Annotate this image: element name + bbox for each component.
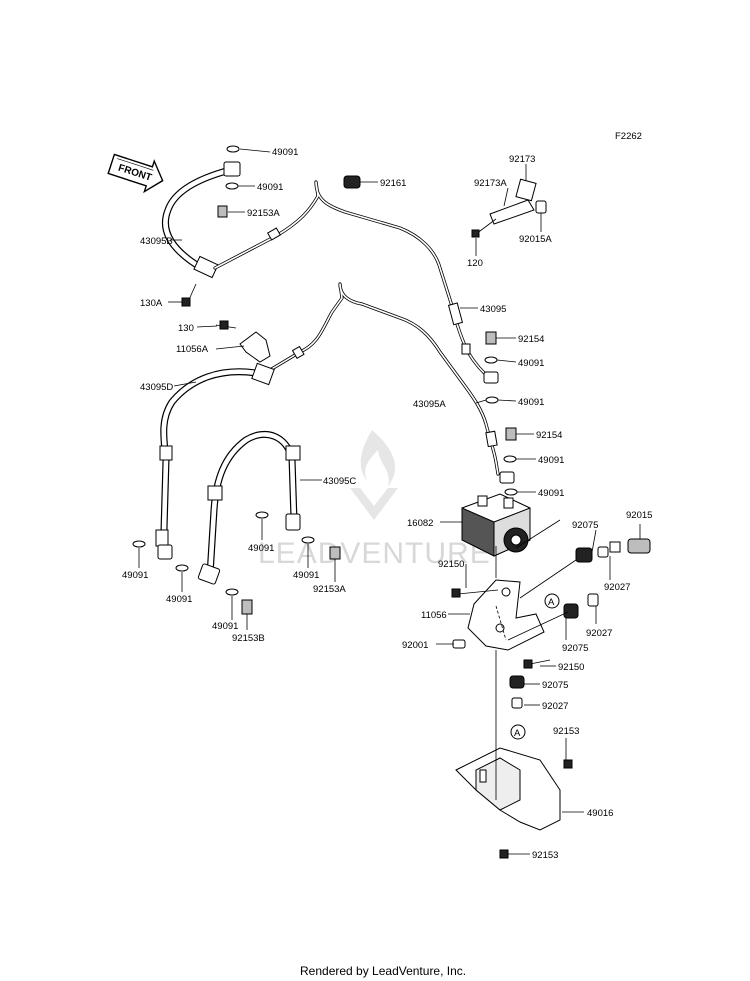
lower-washers [132,511,341,615]
label-92027: 92027 [542,701,568,712]
label-92154: 92154 [536,430,562,441]
label-92153: 92153 [553,726,579,737]
label-92001: 92001 [402,640,428,651]
label-92027: 92027 [604,582,630,593]
label-49091: 49091 [538,488,564,499]
cover-49016 [455,747,573,859]
label-92150: 92150 [558,662,584,673]
label-92153a: 92153A [313,584,346,595]
label-49091: 49091 [518,397,544,408]
washers-top [217,145,240,218]
abs-unit-16082 [461,493,531,557]
label-130a: 130A [140,298,163,309]
label-92015a: 92015A [519,234,552,245]
label-49091: 49091 [293,570,319,581]
label-49091: 49091 [538,455,564,466]
hose-43095b [161,161,241,279]
label-92075: 92075 [562,643,588,654]
label-92161: 92161 [380,178,406,189]
callout-a-1: A [544,593,560,609]
hose-43095d [155,362,275,560]
label-43095b: 43095B [140,236,173,247]
leader-lines [138,148,641,855]
label-92153: 92153 [532,850,558,861]
label-49091: 49091 [212,621,238,632]
label-92154: 92154 [518,334,544,345]
svg-text:A: A [548,597,555,608]
label-43095a: 43095A [413,399,446,410]
label-49091: 49091 [518,358,544,369]
grommet-92161 [343,175,361,189]
label-49091: 49091 [122,570,148,581]
clamp-92173 [471,178,547,238]
footer-credit: Rendered by LeadVenture, Inc. [300,964,466,978]
label-43095d: 43095D [140,382,173,393]
label-92027: 92027 [586,628,612,639]
hose-43095c [197,430,301,585]
label-43095c: 43095C [323,476,356,487]
label-16082: 16082 [407,518,433,529]
label-49016: 49016 [587,808,613,819]
pipe-43095a [268,282,515,484]
svg-text:A: A [514,728,521,739]
bolt-130a [181,283,197,307]
label-49091: 49091 [272,147,298,158]
banjo-right [484,331,518,496]
watermark: LEADVENTURE [258,430,491,570]
label-92153a: 92153A [247,208,280,219]
label-49091: 49091 [257,182,283,193]
label-92075: 92075 [572,520,598,531]
label-92173: 92173 [509,154,535,165]
label-92150: 92150 [438,559,464,570]
figure-code: F2262 [615,131,642,142]
label-92173a: 92173A [474,178,507,189]
label-49091: 49091 [166,594,192,605]
label-130: 130 [178,323,194,334]
callout-a-2: A [510,724,526,740]
label-92015: 92015 [626,510,652,521]
label-120: 120 [467,258,483,269]
pipe-43095 [213,180,499,384]
bracket-11056 [451,579,551,669]
label-11056a: 11056A [176,344,209,355]
label-43095: 43095 [480,304,506,315]
damper-parts [509,538,651,709]
label-11056: 11056 [421,610,447,621]
part-labels: 49091 49091 92153A 43095B 130A 92161 921… [122,147,652,861]
label-92075: 92075 [542,680,568,691]
label-92153b: 92153B [232,633,265,644]
watermark-text: LEADVENTURE [258,537,491,570]
front-arrow: FRONT [107,153,164,194]
clamp-11056a [215,320,271,363]
label-49091: 49091 [248,543,274,554]
